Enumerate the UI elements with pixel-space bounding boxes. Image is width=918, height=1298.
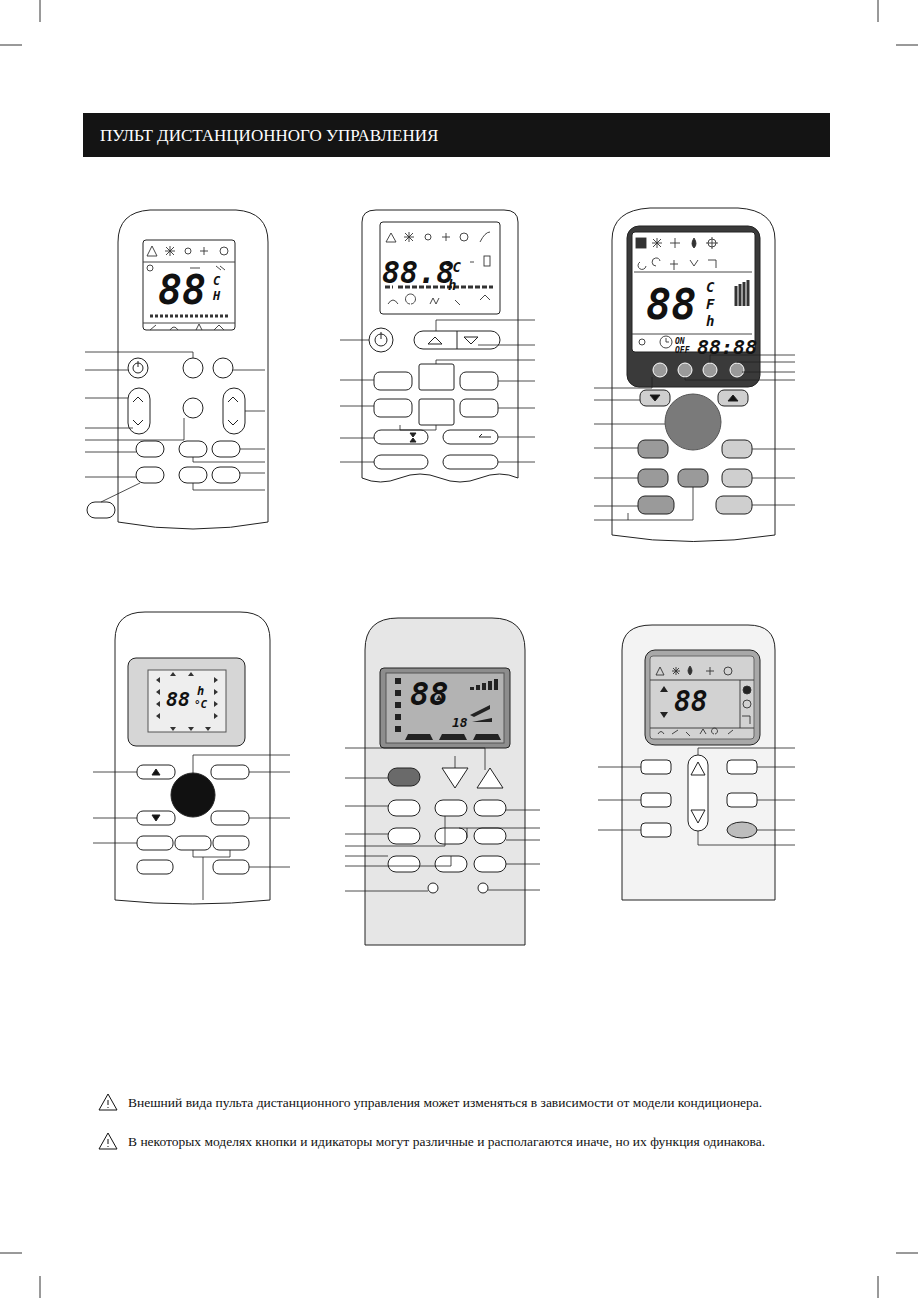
lcd-digits: 88: [166, 689, 190, 709]
lcd-digits: ON: [675, 338, 685, 346]
lcd-digits: 88:88: [697, 337, 757, 357]
lcd-digits: 88.8: [382, 258, 454, 288]
lcd-digits: h: [706, 314, 714, 328]
page-title: ПУЛЬТ ДИСТАНЦИОННОГО УПРАВЛЕНИЯ: [100, 127, 438, 144]
lcd-digits: F: [706, 297, 714, 311]
lcd-digits: °C: [194, 699, 207, 710]
lcd-digits: C: [213, 275, 220, 287]
lcd-digits: 88: [674, 688, 708, 716]
lcd-digits: C: [706, 280, 714, 294]
lcd-digits: 88: [410, 678, 449, 710]
lcd-digits: h: [448, 278, 456, 292]
lcd-digits: OFF: [675, 347, 689, 355]
lcd-digits: h: [197, 685, 204, 697]
lcd-digits: °C: [444, 260, 461, 274]
lcd-digits: 88: [158, 270, 206, 310]
lcd-digits: H: [213, 290, 220, 302]
warning-note: В некоторых моделях кнопки и идикаторы м…: [128, 1134, 818, 1150]
warning-note: Внешний вида пульта дистанционного управ…: [128, 1095, 788, 1111]
lcd-digits: 18: [452, 716, 468, 729]
lcd-digits: 88: [646, 284, 697, 326]
